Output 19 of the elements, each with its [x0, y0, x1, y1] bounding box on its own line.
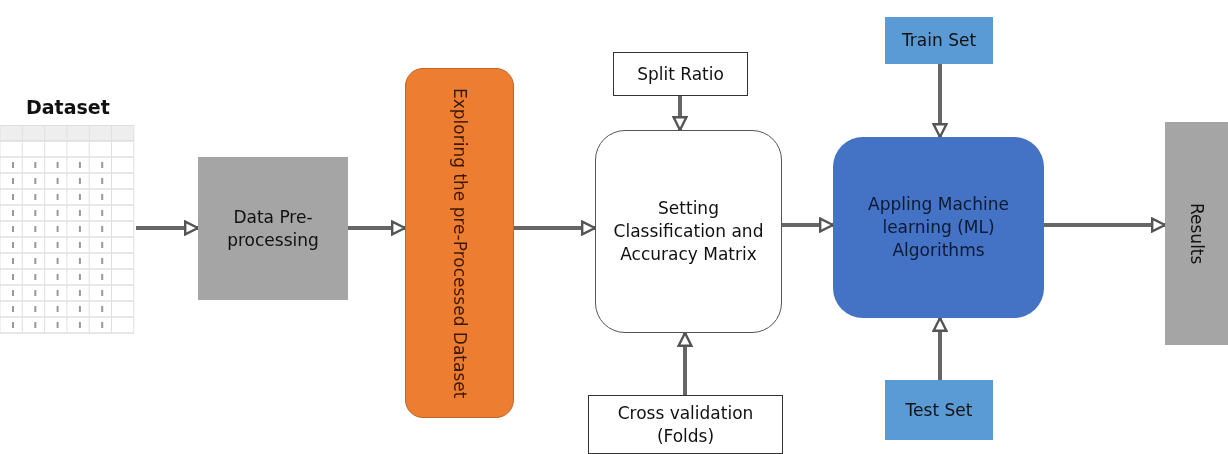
process-box: Results [1165, 122, 1228, 345]
input-box: Split Ratio [613, 52, 748, 96]
input-box: Train Set [885, 17, 993, 64]
input-box: Test Set [885, 380, 993, 440]
process-box: Data Pre-processing [198, 157, 348, 300]
input-box: Cross validation (Folds) [588, 395, 783, 454]
arrow [1044, 217, 1167, 233]
dataset-title: Dataset [26, 95, 110, 120]
process-box: Setting Classification and Accuracy Matrix [595, 130, 782, 333]
arrow [932, 316, 948, 380]
arrow [514, 220, 597, 236]
arrow [136, 220, 200, 236]
process-box: Exploring the pre-Processed Dataset [405, 68, 514, 418]
arrow [677, 331, 693, 395]
arrow [782, 217, 835, 233]
arrow [932, 64, 948, 139]
arrow [672, 96, 688, 132]
arrow [348, 220, 407, 236]
process-box: Appling Machine learning (ML) Algorithms [833, 137, 1044, 318]
